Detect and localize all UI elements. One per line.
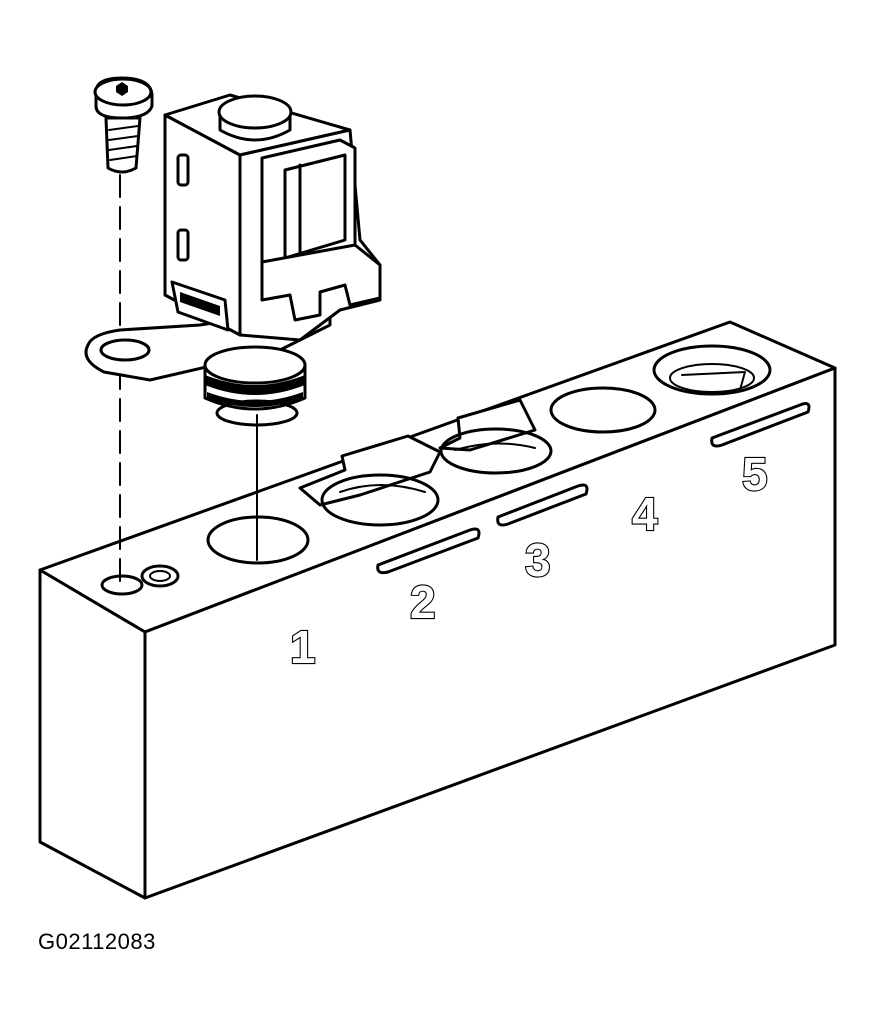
bore-4 — [549, 386, 657, 434]
side-slot-upper — [176, 153, 190, 187]
screw-icon — [93, 76, 154, 174]
bore-3 — [438, 398, 553, 475]
position-label-2: 2 — [410, 576, 436, 628]
position-label-5: 5 — [742, 448, 768, 500]
threaded-hole — [140, 564, 180, 588]
bore-5 — [652, 344, 772, 396]
slots — [376, 402, 811, 575]
position-label-3: 3 — [525, 534, 551, 586]
position-label-4: 4 — [632, 488, 658, 540]
solenoid-nose — [203, 345, 307, 427]
figure-id: G02112083 — [38, 929, 156, 954]
alignment-lines — [119, 174, 258, 586]
retaining-clip — [170, 280, 230, 332]
valve-body-icon: 1 2 3 4 5 — [38, 320, 837, 900]
bolt-hole — [100, 574, 144, 596]
connector-housing — [260, 138, 382, 322]
solenoid-cap — [217, 94, 293, 142]
side-slot-lower — [176, 228, 190, 262]
position-label-1: 1 — [290, 621, 316, 673]
valve-body-end-face — [38, 568, 147, 900]
solenoid-icon — [84, 93, 382, 427]
